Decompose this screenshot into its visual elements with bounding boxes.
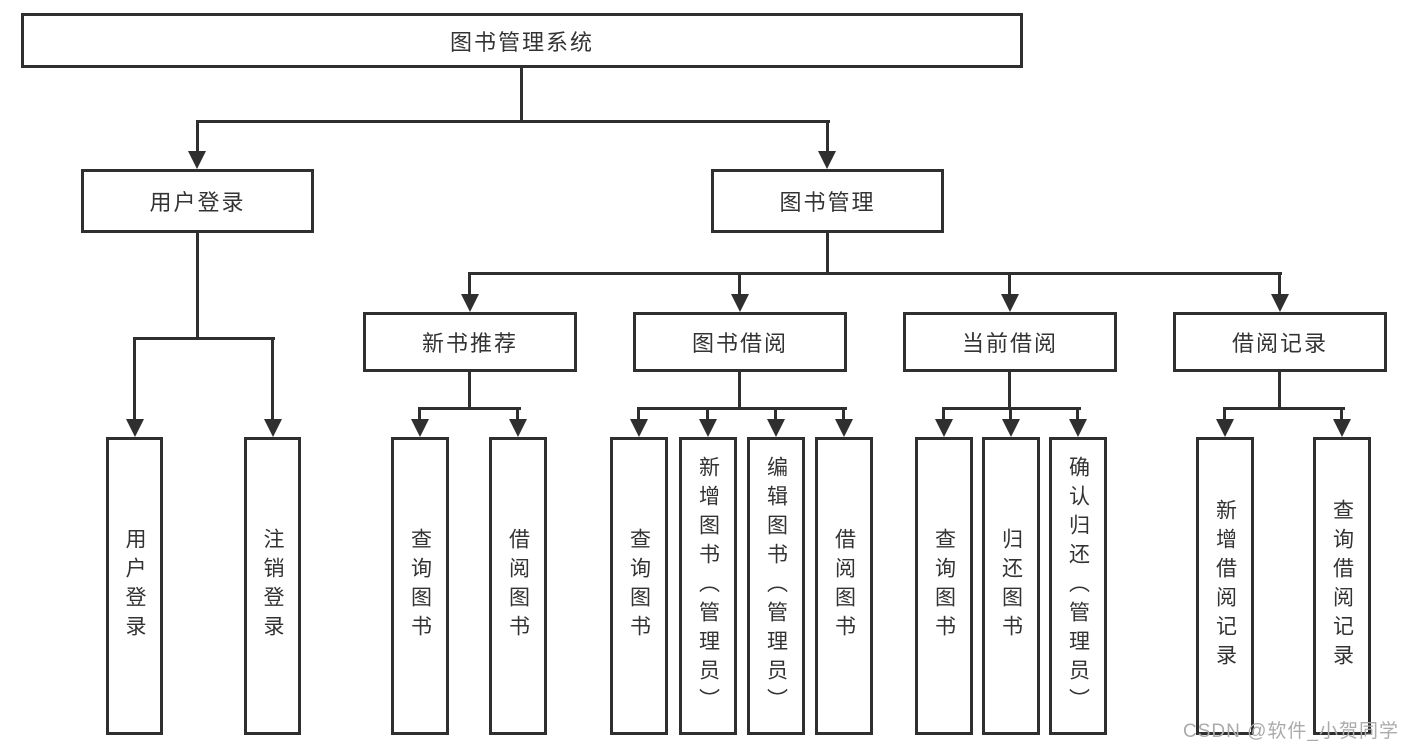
leaf-edit-books-admin: 编辑图书（管理员）	[747, 437, 805, 735]
csdn-watermark: CSDN @软件_小贺同学	[1183, 721, 1399, 742]
connector-line	[738, 372, 741, 410]
node-book-mgmt: 图书管理	[711, 169, 944, 233]
node-current-borrow: 当前借阅	[903, 312, 1117, 372]
leaf-label: 借阅图书	[506, 528, 530, 644]
leaf-user-login: 用户登录	[106, 437, 163, 735]
connector-line	[942, 407, 945, 421]
connector-line	[1278, 272, 1281, 296]
connector-line	[196, 233, 199, 337]
connector-line	[1009, 407, 1012, 421]
node-new-books: 新书推荐	[363, 312, 577, 372]
arrow-down-icon	[699, 419, 717, 437]
node-root: 图书管理系统	[21, 13, 1023, 68]
connector-line	[468, 272, 1282, 275]
connector-line	[468, 272, 471, 296]
arrow-down-icon	[461, 294, 479, 312]
node-book-borrow-label: 图书借阅	[691, 331, 788, 356]
connector-line	[468, 372, 471, 410]
connector-line	[826, 233, 829, 274]
node-user-login: 用户登录	[81, 169, 314, 233]
leaf-borrow-books: 借阅图书	[815, 437, 873, 735]
leaf-label: 查询借阅记录	[1330, 499, 1354, 673]
connector-line	[637, 407, 640, 421]
leaf-label: 归还图书	[999, 528, 1023, 644]
connector-line	[516, 407, 519, 421]
leaf-label: 查询图书	[627, 528, 651, 644]
connector-line	[1008, 372, 1011, 410]
node-book-mgmt-label: 图书管理	[779, 190, 876, 215]
arrow-down-icon	[1333, 419, 1351, 437]
node-user-login-label: 用户登录	[149, 190, 246, 215]
leaf-logout: 注销登录	[244, 437, 301, 735]
leaf-borrow-books-newbooks: 借阅图书	[489, 437, 547, 735]
node-current-borrow-label: 当前借阅	[961, 331, 1058, 356]
leaf-query-books-current: 查询图书	[915, 437, 973, 735]
leaf-label: 新增图书（管理员）	[696, 455, 720, 717]
leaf-confirm-return-admin: 确认归还（管理员）	[1049, 437, 1107, 735]
leaf-add-books-admin: 新增图书（管理员）	[679, 437, 737, 735]
connector-line	[520, 68, 523, 120]
leaf-add-borrow-record: 新增借阅记录	[1196, 437, 1254, 735]
node-root-label: 图书管理系统	[449, 29, 594, 55]
leaf-label: 新增借阅记录	[1213, 499, 1237, 673]
arrow-down-icon	[1069, 419, 1087, 437]
node-borrow-records-label: 借阅记录	[1231, 331, 1328, 356]
connector-line	[738, 272, 741, 296]
node-borrow-records: 借阅记录	[1173, 312, 1387, 372]
arrow-down-icon	[935, 419, 953, 437]
connector-line	[196, 120, 830, 123]
arrow-down-icon	[767, 419, 785, 437]
arrow-down-icon	[835, 419, 853, 437]
connector-line	[1278, 372, 1281, 410]
connector-line	[418, 407, 521, 410]
arrow-down-icon	[264, 419, 282, 437]
leaf-query-books-newbooks: 查询图书	[391, 437, 449, 735]
connector-line	[133, 337, 136, 421]
leaf-return-books: 归还图书	[982, 437, 1040, 735]
leaf-query-books-borrow: 查询图书	[610, 437, 668, 735]
node-new-books-label: 新书推荐	[421, 331, 518, 356]
connector-line	[133, 337, 275, 340]
arrow-down-icon	[1001, 294, 1019, 312]
arrow-down-icon	[411, 419, 429, 437]
arrow-down-icon	[188, 151, 206, 169]
arrow-down-icon	[1002, 419, 1020, 437]
leaf-label: 借阅图书	[832, 528, 856, 644]
connector-line	[1008, 272, 1011, 296]
connector-line	[418, 407, 421, 421]
connector-line	[826, 120, 829, 153]
connector-line	[1223, 407, 1226, 421]
arrow-down-icon	[630, 419, 648, 437]
connector-line	[774, 407, 777, 421]
connector-line	[706, 407, 709, 421]
arrow-down-icon	[731, 294, 749, 312]
arrow-down-icon	[509, 419, 527, 437]
leaf-query-borrow-record: 查询借阅记录	[1313, 437, 1371, 735]
connector-line	[196, 120, 199, 153]
connector-line	[842, 407, 845, 421]
node-book-borrow: 图书借阅	[633, 312, 847, 372]
arrow-down-icon	[1271, 294, 1289, 312]
leaf-label: 用户登录	[123, 528, 146, 644]
connector-line	[1076, 407, 1079, 421]
leaf-label: 查询图书	[408, 528, 432, 644]
leaf-label: 编辑图书（管理员）	[764, 455, 788, 717]
connector-line	[637, 407, 847, 410]
arrow-down-icon	[1216, 419, 1234, 437]
leaf-label: 注销登录	[261, 528, 284, 644]
arrow-down-icon	[818, 151, 836, 169]
connector-line	[271, 337, 274, 421]
arrow-down-icon	[126, 419, 144, 437]
connector-line	[1340, 407, 1343, 421]
connector-line	[1223, 407, 1345, 410]
leaf-label: 查询图书	[932, 528, 956, 644]
leaf-label: 确认归还（管理员）	[1066, 455, 1090, 717]
